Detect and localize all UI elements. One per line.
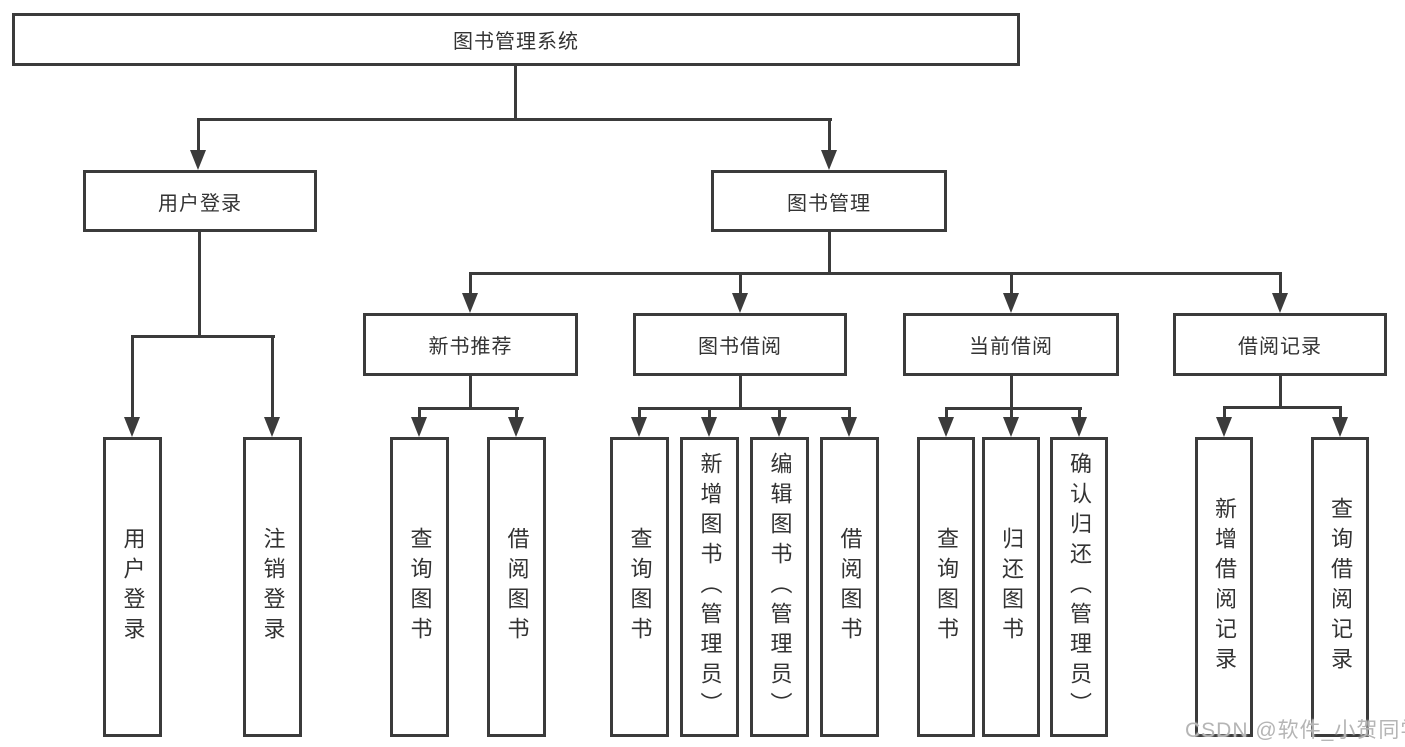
arrow-down-icon	[1003, 293, 1019, 313]
arrow-down-icon	[411, 417, 427, 437]
connector-line	[198, 232, 201, 338]
arrow-down-icon	[1332, 417, 1348, 437]
connector-line	[131, 335, 275, 338]
connector-line	[270, 335, 274, 419]
node-user-login: 用户登录	[83, 170, 317, 232]
node-label: 新增借阅记录	[1212, 497, 1237, 677]
node-nb-query: 查询图书	[390, 437, 449, 737]
arrow-down-icon	[1003, 417, 1019, 437]
connector-line	[514, 407, 518, 419]
node-label: 图书借阅	[698, 336, 782, 358]
connector-line	[418, 407, 519, 410]
connector-line	[469, 272, 1282, 275]
connector-line	[1279, 376, 1282, 408]
arrow-down-icon	[821, 150, 837, 170]
node-cb-confirm: 确认归还（管理员）	[1050, 437, 1108, 737]
arrow-down-icon	[1272, 293, 1288, 313]
connector-line	[1009, 407, 1013, 419]
node-label: 借阅图书	[837, 527, 863, 647]
connector-line	[638, 407, 851, 410]
node-logout-leaf: 注销登录	[243, 437, 302, 737]
node-label: 用户登录	[120, 527, 146, 647]
connector-line	[468, 272, 472, 295]
connector-line	[514, 64, 517, 120]
node-cb-query: 查询图书	[917, 437, 975, 737]
connector-line	[130, 335, 134, 419]
connector-line	[739, 376, 742, 409]
arrow-down-icon	[701, 417, 717, 437]
connector-line	[637, 407, 641, 419]
node-label: 归还图书	[999, 527, 1024, 647]
connector-line	[1222, 406, 1226, 419]
node-cb-return: 归还图书	[982, 437, 1040, 737]
node-bb-borrow: 借阅图书	[820, 437, 879, 737]
arrow-down-icon	[264, 417, 280, 437]
connector-line	[738, 272, 742, 295]
node-bb-query: 查询图书	[610, 437, 669, 737]
connector-line	[469, 376, 472, 409]
node-label: 注销登录	[260, 527, 286, 647]
node-label: 图书管理系统	[453, 31, 579, 53]
node-label: 借阅记录	[1238, 336, 1322, 358]
node-br-add: 新增借阅记录	[1195, 437, 1253, 737]
connector-line	[827, 118, 831, 152]
arrow-down-icon	[1071, 417, 1087, 437]
node-root: 图书管理系统	[12, 13, 1020, 66]
arrow-down-icon	[631, 417, 647, 437]
node-label: 查询图书	[407, 527, 433, 647]
connector-line	[1338, 406, 1342, 419]
node-book-borrow: 图书借阅	[633, 313, 847, 376]
node-book-mgmt: 图书管理	[711, 170, 947, 232]
arrow-down-icon	[124, 417, 140, 437]
node-label: 查询借阅记录	[1328, 497, 1353, 677]
arrow-down-icon	[462, 293, 478, 313]
connector-line	[1009, 272, 1013, 295]
arrow-down-icon	[732, 293, 748, 313]
connector-line	[196, 118, 200, 152]
node-label: 编辑图书（管理员）	[767, 452, 793, 722]
connector-line	[197, 118, 832, 121]
connector-line	[828, 232, 831, 275]
arrow-down-icon	[1216, 417, 1232, 437]
connector-line	[1278, 272, 1282, 295]
arrow-down-icon	[841, 417, 857, 437]
node-nb-borrow: 借阅图书	[487, 437, 546, 737]
connector-line	[707, 407, 711, 419]
node-label: 查询图书	[934, 527, 959, 647]
node-label: 查询图书	[627, 527, 653, 647]
node-label: 新书推荐	[428, 336, 513, 358]
connector-line	[417, 407, 421, 419]
node-new-book: 新书推荐	[363, 313, 578, 376]
node-label: 用户登录	[158, 192, 242, 215]
arrow-down-icon	[771, 417, 787, 437]
node-bb-edit: 编辑图书（管理员）	[750, 437, 809, 737]
node-br-query: 查询借阅记录	[1311, 437, 1369, 737]
node-user-login-leaf: 用户登录	[103, 437, 162, 737]
node-label: 确认归还（管理员）	[1067, 452, 1092, 722]
arrow-down-icon	[938, 417, 954, 437]
connector-line	[944, 407, 948, 419]
node-bb-add: 新增图书（管理员）	[680, 437, 739, 737]
connector-line	[847, 407, 851, 419]
connector-line	[1010, 376, 1013, 409]
node-label: 借阅图书	[504, 527, 530, 647]
node-label: 当前借阅	[969, 336, 1053, 358]
connector-line	[777, 407, 781, 419]
connector-line	[1077, 407, 1081, 419]
node-label: 新增图书（管理员）	[697, 452, 723, 722]
csdn-watermark: CSDN @软件_小贺同学	[1185, 719, 1405, 742]
node-borrow-record: 借阅记录	[1173, 313, 1387, 376]
node-current-borrow: 当前借阅	[903, 313, 1119, 376]
connector-line	[945, 407, 1082, 410]
node-label: 图书管理	[787, 192, 871, 215]
arrow-down-icon	[190, 150, 206, 170]
arrow-down-icon	[508, 417, 524, 437]
connector-line	[1223, 406, 1342, 409]
